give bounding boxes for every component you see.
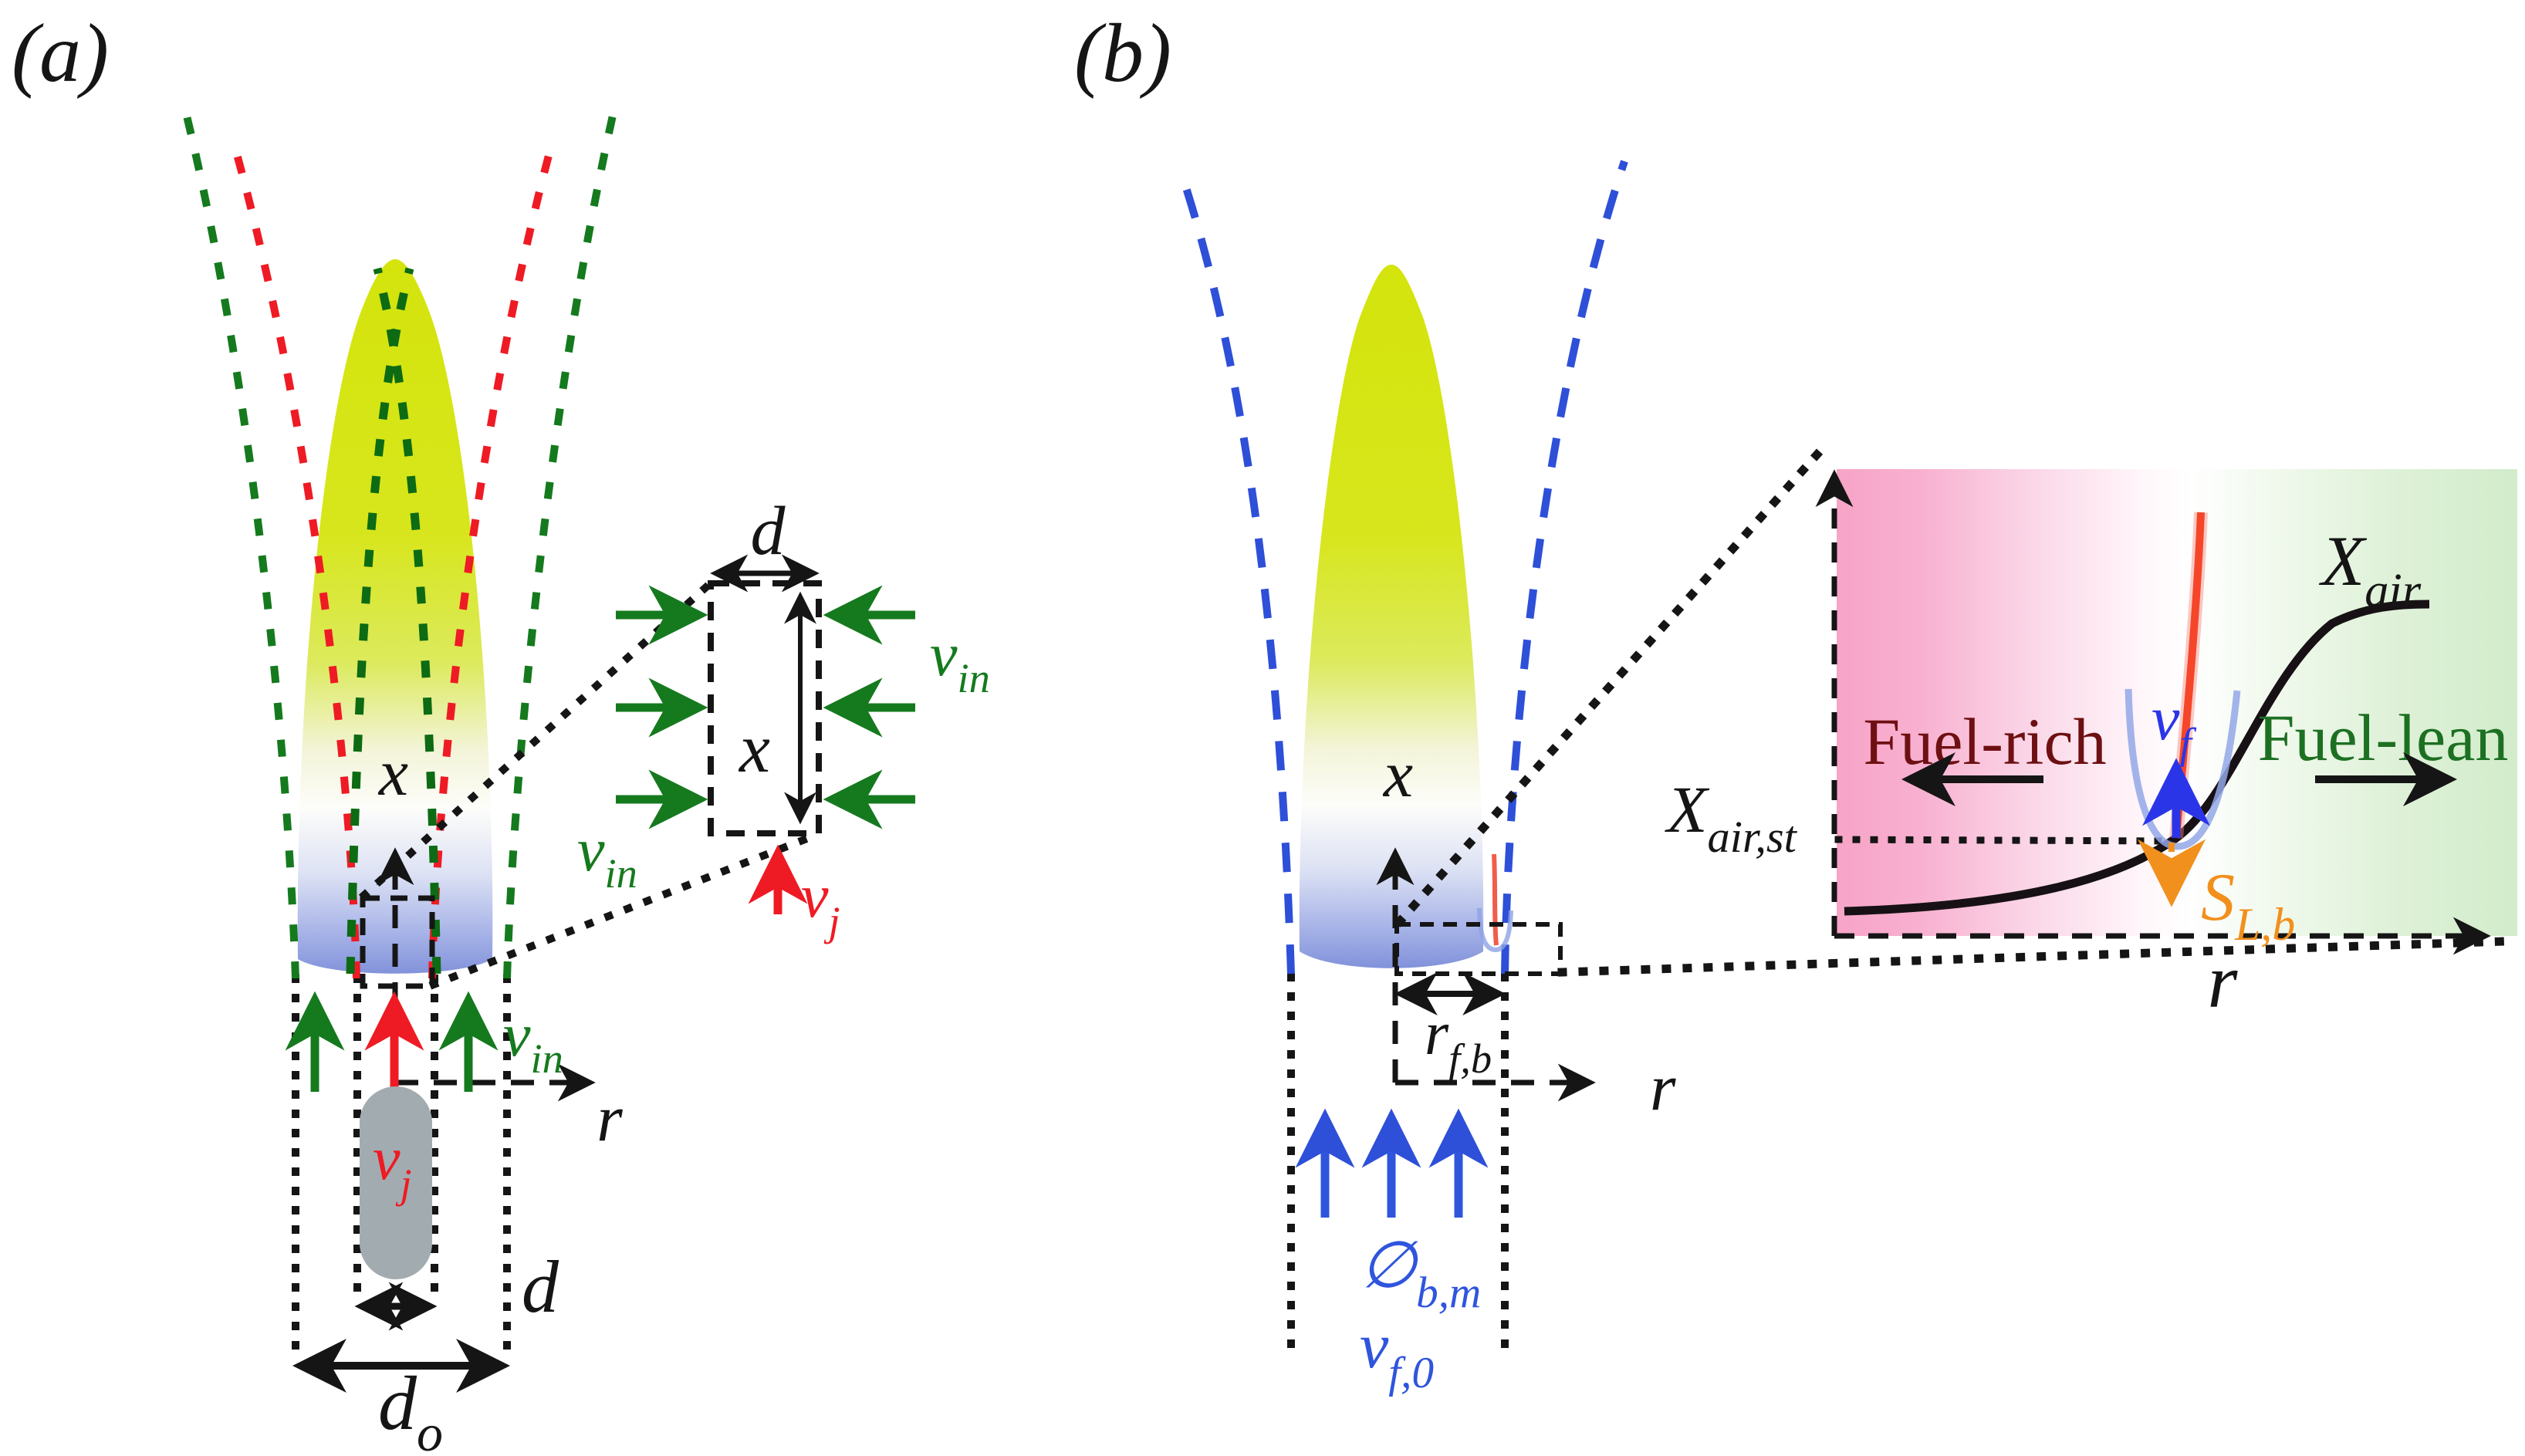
label-slb: SL,b	[2201, 860, 2295, 950]
svg-text:vin: vin	[577, 816, 637, 897]
panel-b-tag: (b)	[1074, 8, 1171, 100]
svg-text:vf,0: vf,0	[1360, 1310, 1434, 1397]
dimension-d: d	[354, 1245, 559, 1331]
svg-text:d: d	[751, 493, 786, 569]
label-v-in-inset-left: vin	[577, 816, 637, 897]
zoom-connector-b-top	[1394, 437, 1834, 927]
xair-curve	[1844, 600, 2430, 916]
label-v-j-pipe: vj	[373, 1125, 412, 1207]
svg-text:do: do	[378, 1360, 443, 1456]
axis-r-b: r	[1395, 1050, 1676, 1124]
inset-dimension-x: x	[738, 591, 816, 825]
axis-x-a-label: x	[377, 735, 408, 809]
inset-control-volume: d x vin vin vj	[577, 493, 990, 944]
axis-r-b-label: r	[1650, 1050, 1676, 1124]
flame-b	[1299, 265, 1484, 968]
flame-sheet-line-right	[373, 267, 441, 975]
panel-a: (a) x r vin	[12, 8, 990, 1456]
label-v-in-coflow: vin	[503, 1002, 563, 1082]
svg-text:d: d	[522, 1245, 559, 1328]
svg-text:vj: vj	[801, 863, 840, 944]
jet-boundary-left	[229, 139, 360, 979]
dimension-r-fb: rf,b	[1394, 972, 1506, 1082]
axis-x-a: x	[376, 735, 414, 1083]
flame-sheet-line-left	[346, 267, 414, 975]
axis-x-b-label: x	[1382, 737, 1413, 811]
zoom-connector-a-bottom	[428, 829, 822, 990]
label-fuel-rich: Fuel-rich	[1863, 704, 2106, 779]
label-fuel-lean: Fuel-lean	[2258, 701, 2509, 775]
zoom-connector-a-top	[358, 580, 713, 901]
entrainment-boundary-left	[181, 108, 299, 979]
panel-a-tag: (a)	[12, 8, 109, 100]
axis-r-a-label: r	[597, 1081, 623, 1155]
jet-boundary-right	[428, 137, 557, 979]
svg-text:rf,b: rf,b	[1425, 1000, 1492, 1082]
svg-text:vj: vj	[373, 1125, 412, 1207]
svg-text:Xair,st: Xair,st	[1665, 772, 1798, 862]
xair-st-dotted-line	[1834, 836, 2174, 845]
mini-flame-front	[1492, 853, 1499, 946]
plume-boundary-left	[1177, 170, 1295, 975]
svg-text:Xair: Xair	[2318, 522, 2422, 617]
axis-r-a: r	[395, 1063, 623, 1155]
zoom-box-b	[1394, 922, 1563, 976]
zoom-box-a	[360, 895, 435, 989]
label-v-f0: vf,0	[1360, 1310, 1434, 1397]
chart-r-label: r	[2208, 938, 2239, 1024]
panel-b: (b) x r rf,b	[1074, 8, 2510, 1397]
entrainment-boundary-right	[503, 100, 620, 979]
svg-text:∅b,m: ∅b,m	[1360, 1230, 1481, 1317]
label-phi-bm: ∅b,m	[1360, 1230, 1481, 1317]
flame-a	[297, 259, 493, 974]
label-xair: Xair	[2318, 522, 2422, 617]
label-v-j-inset: vj	[801, 863, 840, 944]
svg-text:SL,b: SL,b	[2201, 860, 2295, 950]
axis-x-b: x	[1376, 737, 1415, 1083]
dimension-d-o: do	[292, 1339, 510, 1456]
label-v-in-inset-right: vin	[930, 621, 990, 701]
plume-boundary-right	[1501, 160, 1628, 975]
fuel-pipe	[360, 1086, 432, 1279]
mini-velocity-parabola	[1477, 907, 1513, 953]
zoom-connector-b-bottom	[1557, 937, 2510, 977]
inset-dimension-d: d	[710, 493, 820, 593]
svg-text:x: x	[738, 711, 770, 787]
svg-text:vin: vin	[930, 621, 990, 701]
chart-inset: r Xair,st Xair Fuel-rich Fuel-lean vf SL…	[1665, 469, 2517, 1024]
label-xair-st: Xair,st	[1665, 772, 1798, 862]
svg-text:vin: vin	[503, 1002, 563, 1082]
